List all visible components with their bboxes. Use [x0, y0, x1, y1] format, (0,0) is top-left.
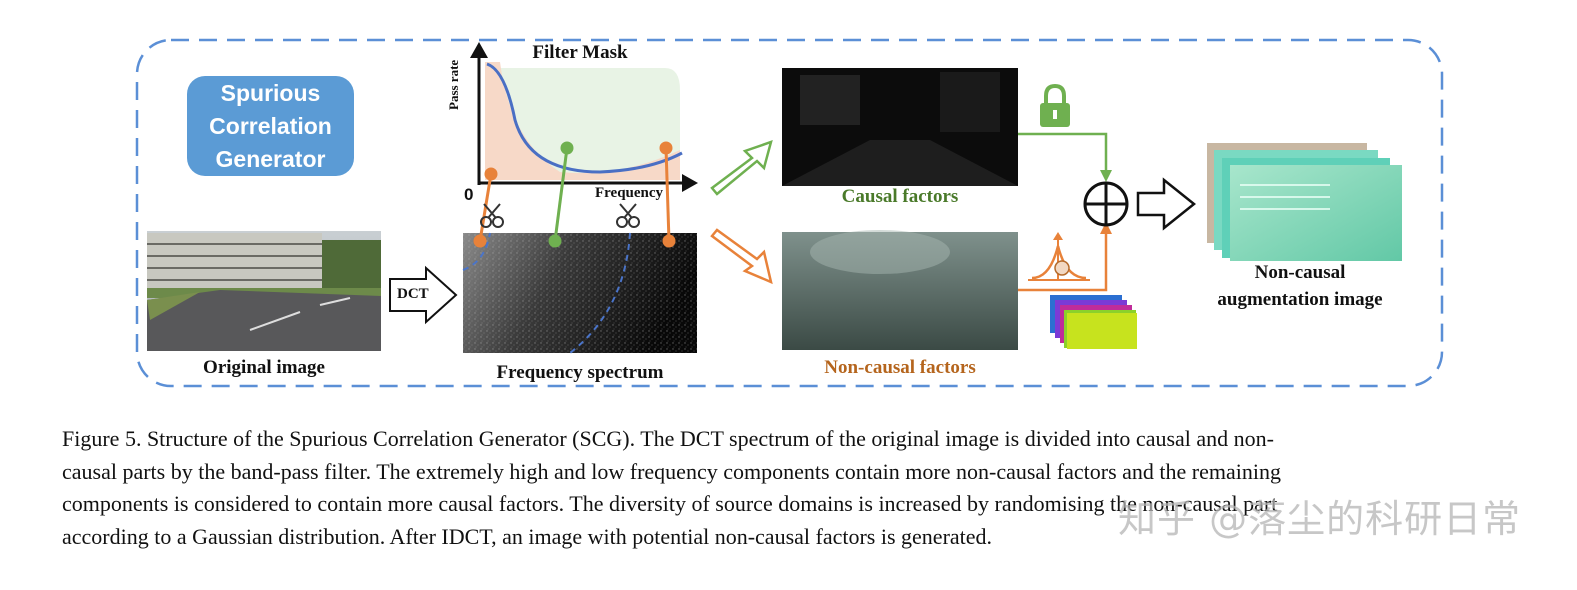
caption-line-2: causal parts by the band-pass filter. Th… [62, 458, 1281, 484]
axis-origin-label: 0 [464, 185, 474, 204]
dct-label: DCT [397, 286, 429, 302]
figure-caption: Figure 5. Structure of the Spurious Corr… [62, 423, 1522, 553]
filter-mask-title: Filter Mask [532, 42, 628, 63]
frequency-axis-label: Frequency [595, 185, 664, 201]
filter-mask-chart [470, 42, 698, 192]
high-frequency-cutoff [659, 141, 676, 248]
caption-line-1: Figure 5. Structure of the Spurious Corr… [62, 426, 1274, 451]
scissors-icon [480, 203, 504, 228]
badge-line-3: Generator [215, 145, 326, 172]
pass-rate-label: Pass rate [446, 59, 461, 110]
causal-factors-label: Causal factors [841, 186, 959, 207]
sum-operator-icon [1083, 181, 1129, 227]
output-label-line-2: augmentation image [1217, 289, 1383, 310]
output-arrow [1136, 177, 1197, 231]
causal-branch-arrow [710, 140, 773, 196]
noncausal-factors-image [782, 230, 1018, 350]
low-frequency-cutoff [473, 167, 498, 248]
noncausal-branch-arrow [710, 228, 773, 285]
caption-line-4: according to a Gaussian distribution. Af… [62, 523, 993, 549]
spectrum-label: Frequency spectrum [496, 362, 664, 383]
lock-icon [1040, 83, 1070, 127]
dashed-frame [135, 38, 1444, 388]
gaussian-distribution-icon [1028, 232, 1090, 281]
caption-line-3: components is considered to contain more… [62, 491, 1278, 516]
dct-arrow [389, 265, 458, 325]
noncausal-factors-label: Non-causal factors [824, 357, 976, 378]
badge-line-2: Correlation [209, 112, 332, 139]
badge-line-1: Spurious [220, 79, 321, 106]
zhihu-watermark: 知乎 @落尘的科研日常 [1118, 497, 1522, 541]
original-image [147, 231, 381, 351]
causal-factors-image [782, 68, 1018, 186]
causal-band-connector [548, 141, 574, 248]
augmentation-images [1207, 143, 1402, 261]
scg-badge: Spurious Correlation Generator [187, 76, 354, 176]
random-style-cards [1050, 295, 1137, 349]
original-image-label: Original image [203, 357, 325, 378]
scissors-icon [616, 203, 640, 228]
output-label-line-1: Non-causal [1254, 262, 1346, 283]
frequency-spectrum-image [462, 232, 697, 354]
